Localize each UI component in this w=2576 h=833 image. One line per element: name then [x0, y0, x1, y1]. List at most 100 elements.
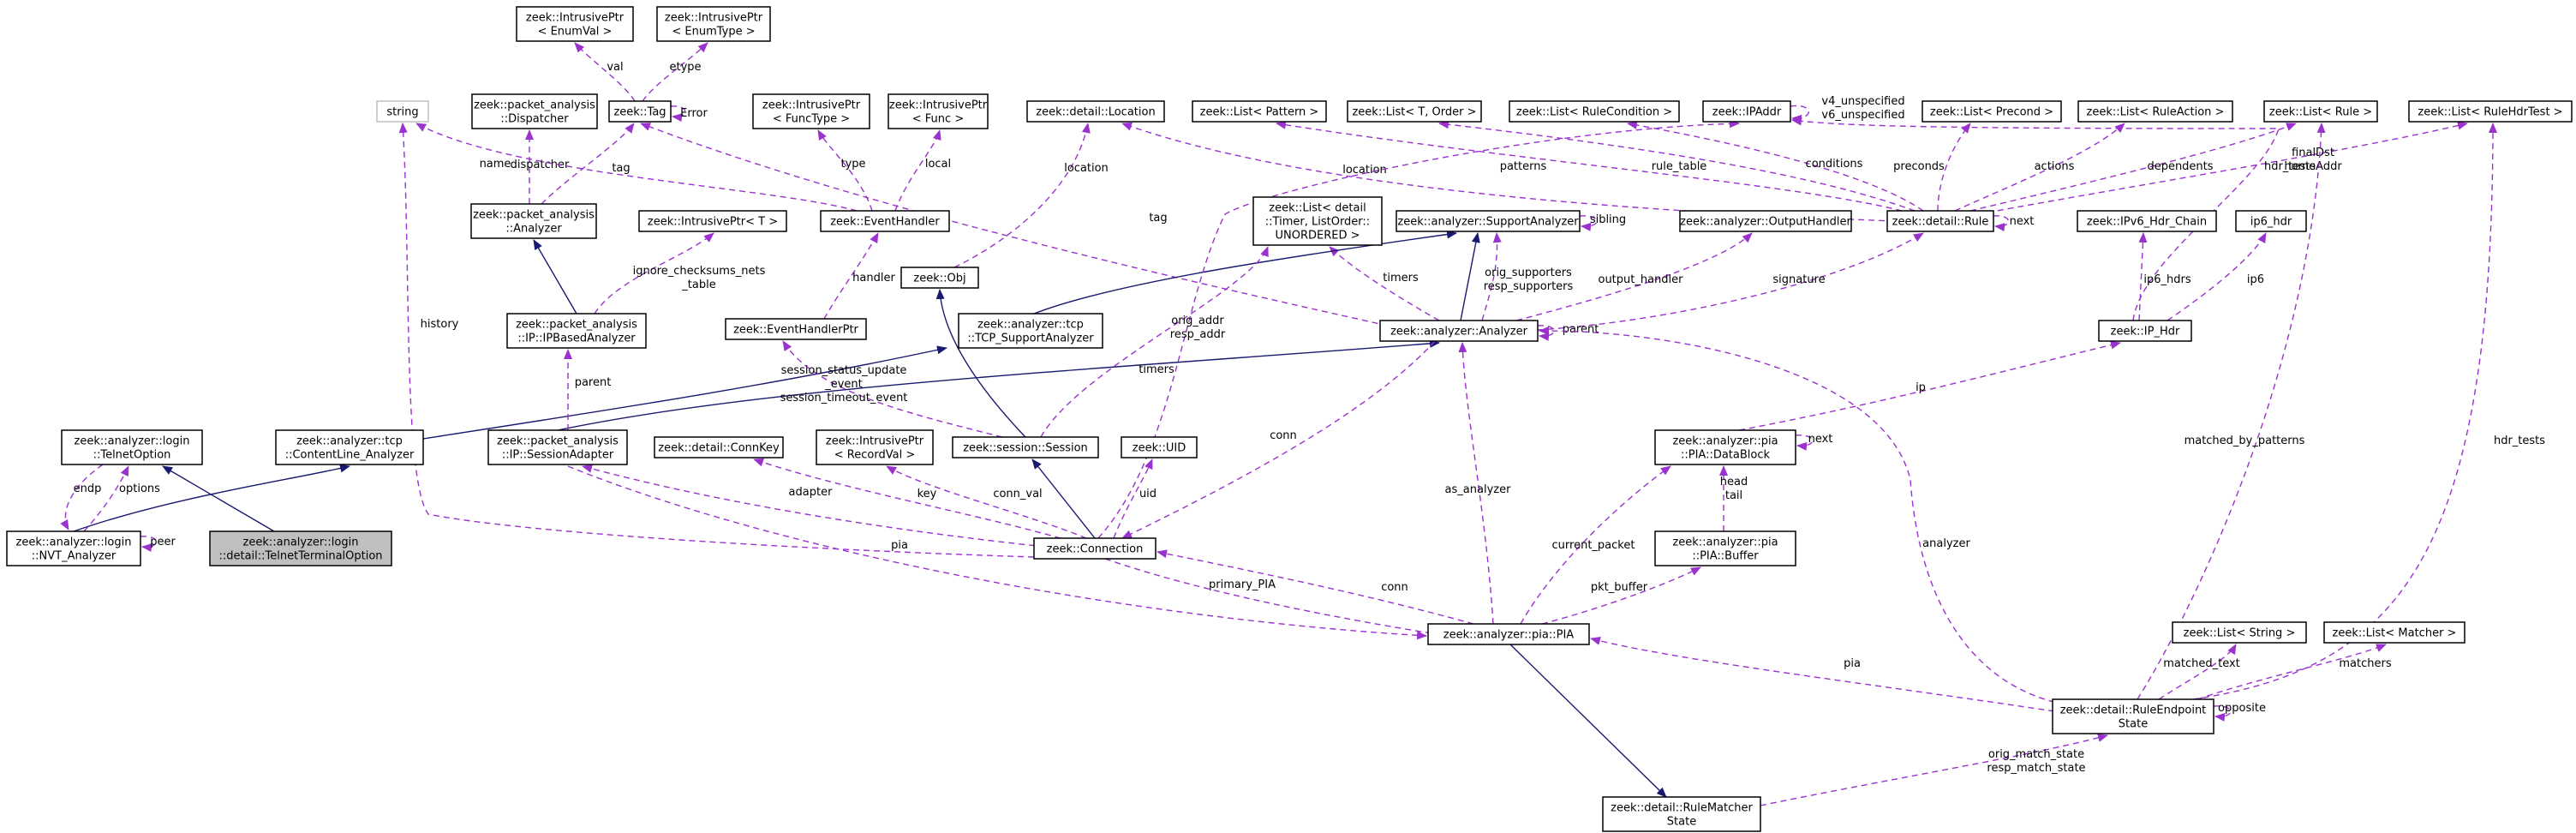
class-node-label: zeek::EventHandler	[830, 216, 940, 229]
class-node-label: zeek::Connection	[1047, 543, 1144, 556]
edge-label: adapter	[789, 486, 834, 499]
class-node-label: zeek::analyzer::SupportAnalyzer	[1397, 216, 1579, 229]
edge-e_ignore: ignore_checksums_nets_table	[594, 232, 766, 315]
edge-label: pia	[1844, 657, 1861, 670]
class-node-ip6_chain[interactable]: zeek::IPv6_Hdr_Chain	[2077, 210, 2217, 232]
class-node-list_ruleaction[interactable]: zeek::List< RuleAction >	[2077, 100, 2233, 123]
class-node-rule[interactable]: zeek::detail::Rule	[1886, 210, 1994, 232]
class-node-label: zeek::packet_analysis	[473, 209, 595, 222]
usage-arrow	[60, 464, 104, 530]
class-node-datablock[interactable]: zeek::analyzer::pia::PIA::DataBlock	[1654, 429, 1796, 465]
class-node-contentline[interactable]: zeek::analyzer::tcp::ContentLine_Analyze…	[275, 429, 424, 465]
class-node-box	[1033, 537, 1157, 560]
edge-label: hdr_tests	[2494, 434, 2545, 447]
edge-label: opposite	[2218, 702, 2266, 715]
class-node-box	[656, 6, 771, 42]
class-node-list_timer[interactable]: zeek::List< detail::Timer, ListOrder::UN…	[1252, 196, 1383, 246]
class-node-label: zeek::detail::RuleMatcher	[1611, 802, 1753, 815]
usage-arrow	[1738, 340, 2121, 431]
class-node-label: zeek::analyzer::tcp	[296, 435, 403, 448]
class-node-session[interactable]: zeek::session::Session	[952, 436, 1099, 458]
edge-e_actions: actions	[1954, 123, 2125, 212]
class-node-box	[638, 210, 787, 232]
class-node-list_matcher[interactable]: zeek::List< Matcher >	[2323, 621, 2465, 644]
class-node-telnetterminal[interactable]: zeek::analyzer::login::detail::TelnetTer…	[209, 530, 392, 566]
class-node-box	[820, 210, 950, 232]
class-node-label: zeek::IntrusivePtr	[526, 12, 625, 25]
edge-e_inh_support	[1460, 232, 1480, 321]
class-node-intr_enumtype[interactable]: zeek::IntrusivePtr< EnumType >	[656, 6, 771, 42]
class-node-intr_functype[interactable]: zeek::IntrusivePtr< FuncType >	[752, 93, 870, 129]
class-node-pa_dispatcher[interactable]: zeek::packet_analysis::Dispatcher	[471, 93, 598, 129]
class-node-label: zeek::IPAddr	[1712, 106, 1782, 119]
class-node-list_rule[interactable]: zeek::List< Rule >	[2263, 100, 2378, 123]
class-node-ipbased[interactable]: zeek::packet_analysis::IP::IPBasedAnalyz…	[506, 313, 647, 349]
edge-label: actions	[2035, 160, 2075, 173]
usage-arrow	[1954, 123, 2125, 212]
class-node-list_torder[interactable]: zeek::List< T, Order >	[1347, 100, 1482, 123]
edge-e_inh_nvt	[73, 464, 350, 532]
class-node-list_rulehdr[interactable]: zeek::List< RuleHdrTest >	[2408, 100, 2573, 123]
edge-label: conn	[1381, 581, 1408, 594]
class-node-pia[interactable]: zeek::analyzer::pia::PIA	[1427, 623, 1590, 645]
class-node-box	[376, 100, 429, 123]
class-node-ehptr[interactable]: zeek::EventHandlerPtr	[725, 318, 867, 340]
class-node-location[interactable]: zeek::detail::Location	[1026, 100, 1165, 123]
class-node-ipaddr[interactable]: zeek::IPAddr	[1702, 100, 1791, 123]
class-node-tcp_support[interactable]: zeek::analyzer::tcp::TCP_SupportAnalyzer	[958, 313, 1103, 349]
class-node-nvt[interactable]: zeek::analyzer::login::NVT_Analyzer	[6, 530, 141, 566]
usage-arrow	[1157, 549, 1474, 625]
inheritance-arrow	[73, 464, 350, 532]
usage-arrow	[2196, 644, 2387, 700]
class-node-box	[2172, 621, 2307, 644]
class-node-supportanalyzer[interactable]: zeek::analyzer::SupportAnalyzer	[1396, 210, 1581, 232]
usage-arrow	[140, 536, 157, 552]
edge-e_options: options	[83, 465, 160, 532]
edge-e_conditions: conditions	[1627, 121, 1924, 212]
class-node-label: zeek::packet_analysis	[516, 319, 637, 332]
class-node-intr_recordval[interactable]: zeek::IntrusivePtr< RecordVal >	[816, 429, 934, 465]
class-node-box	[900, 267, 979, 289]
class-node-ip6_hdr[interactable]: ip6_hdr	[2235, 210, 2307, 232]
class-node-obj[interactable]: zeek::Obj	[900, 267, 979, 289]
class-node-box	[6, 530, 141, 566]
class-node-list_string[interactable]: zeek::List< String >	[2172, 621, 2307, 644]
class-node-list_pattern[interactable]: zeek::List< Pattern >	[1192, 100, 1327, 123]
class-node-tag[interactable]: zeek::Tag	[608, 100, 672, 123]
edge-label: parent	[1563, 323, 1599, 336]
class-node-label: < FuncType >	[773, 113, 850, 126]
usage-arrow	[886, 465, 1087, 539]
class-node-intr_t[interactable]: zeek::IntrusivePtr< T >	[638, 210, 787, 232]
edge-label: Error	[680, 107, 708, 120]
class-node-ip_hdr[interactable]: zeek::IP_Hdr	[2098, 320, 2192, 342]
class-node-pa_analyzer[interactable]: zeek::packet_analysis::Analyzer	[470, 203, 597, 239]
class-node-uid[interactable]: zeek::UID	[1121, 436, 1198, 458]
class-node-telnetoption[interactable]: zeek::analyzer::login::TelnetOption	[61, 429, 203, 465]
class-node-pia_buffer[interactable]: zeek::analyzer::pia::PIA::Buffer	[1654, 530, 1796, 566]
edge-label: hdr_tests	[2264, 160, 2316, 173]
class-node-list_rulecond[interactable]: zeek::List< RuleCondition >	[1509, 100, 1680, 123]
class-node-eventhandler[interactable]: zeek::EventHandler	[820, 210, 950, 232]
class-node-label: < EnumType >	[672, 26, 755, 39]
class-node-intr_enumval[interactable]: zeek::IntrusivePtr< EnumVal >	[516, 6, 634, 42]
class-node-string[interactable]: string	[376, 100, 429, 123]
class-node-label: ::Dispatcher	[500, 113, 569, 126]
class-node-connkey[interactable]: zeek::detail::ConnKey	[654, 436, 784, 458]
usage-arrow	[1520, 465, 1671, 625]
usage-arrow	[2158, 644, 2237, 700]
class-node-intr_func[interactable]: zeek::IntrusivePtr< Func >	[888, 93, 989, 129]
edge-e_ip6hdrs: ip6_hdrs	[2138, 232, 2191, 321]
inheritance-arrow	[1509, 644, 1667, 798]
usage-arrow	[1987, 121, 2468, 213]
class-node-sessionadapter[interactable]: zeek::packet_analysis::IP::SessionAdapte…	[487, 429, 628, 465]
edge-e_inh_contentline	[422, 345, 947, 440]
class-node-analyzer[interactable]: zeek::analyzer::Analyzer	[1379, 320, 1539, 342]
class-node-outputhandler[interactable]: zeek::analyzer::OutputHandler	[1679, 210, 1852, 232]
edge-e_next_rule: next	[1993, 215, 2034, 232]
class-node-list_precond[interactable]: zeek::List< Precond >	[1922, 100, 2062, 123]
class-node-connection[interactable]: zeek::Connection	[1033, 537, 1157, 560]
